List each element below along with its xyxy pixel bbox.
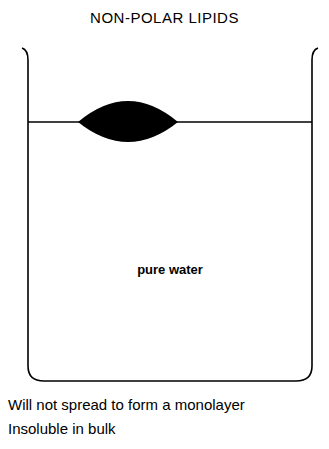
- note-text: Insoluble in bulk: [8, 420, 328, 438]
- beaker: pure water: [22, 48, 318, 382]
- beaker-outline: [22, 48, 318, 382]
- medium-label: pure water: [22, 262, 318, 277]
- beaker-wall: [22, 48, 318, 381]
- note-text: Will not spread to form a monolayer: [8, 396, 328, 414]
- lipid-droplet: [78, 101, 178, 142]
- diagram-title: NON-POLAR LIPIDS: [0, 9, 329, 26]
